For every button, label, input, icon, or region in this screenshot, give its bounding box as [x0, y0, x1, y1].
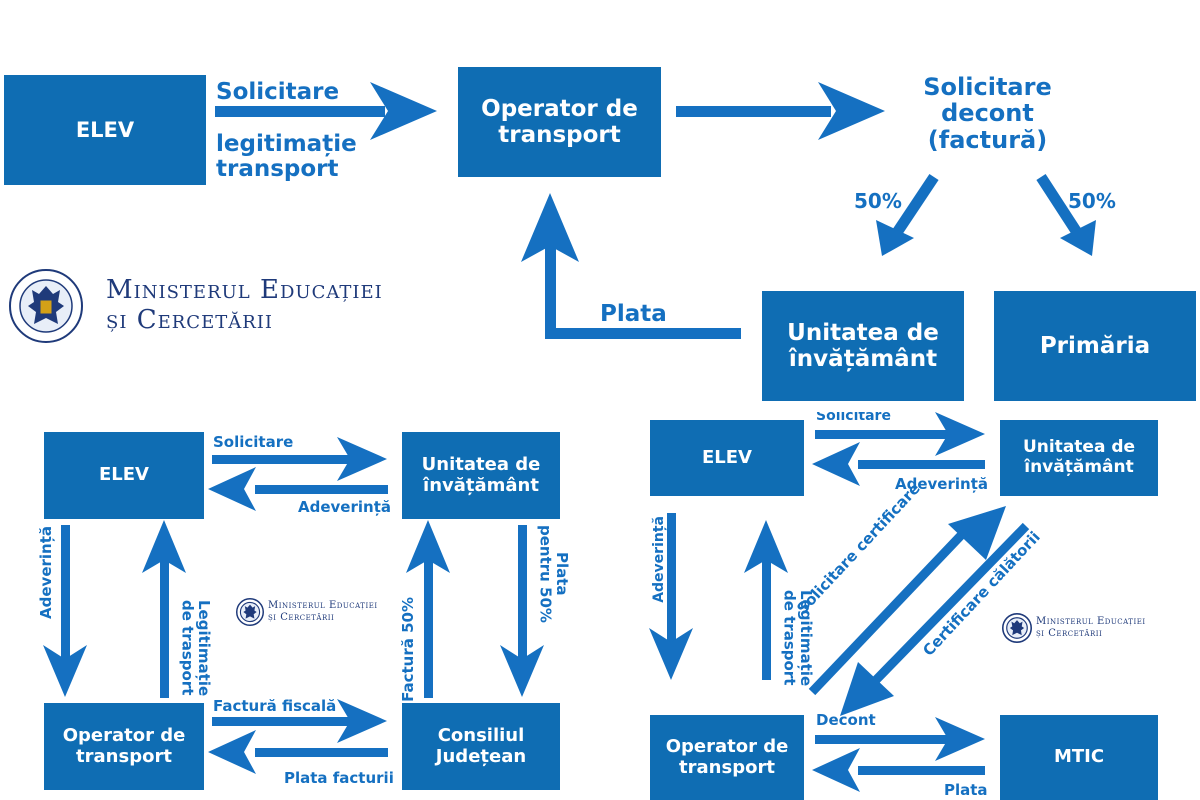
br-decont-label: Decont [816, 711, 876, 729]
top-solicitare-decont-label: Solicitare decont (factură) [923, 73, 1052, 154]
arrow-br-plata [812, 748, 985, 792]
arrow-br-elev-down [649, 513, 693, 680]
arrow-plata-to-operator [521, 193, 741, 339]
br-legitimatie-label: Legitimație de trasport [780, 590, 816, 687]
top-unitatea-box: Unitatea de învățământ [762, 291, 964, 401]
ministry-name-large: Ministerul Educației și Cercetării [106, 275, 383, 336]
top-operator-box: Operator de transport [458, 67, 661, 177]
ministry-line1: Ministerul Educației [106, 275, 383, 305]
top-plata-label: Plata [600, 301, 667, 327]
top-pct-right-label: 50% [1068, 189, 1116, 213]
bl-plata-facturii-label: Plata facturii [284, 769, 394, 787]
ministry-small-right-line2: și Cercetării [1036, 627, 1103, 639]
arrow-elev-to-operator [215, 82, 437, 140]
top-unitatea-label: Unitatea de învățământ [787, 319, 939, 372]
bl-consiliul-label: Consiliul Județean [435, 724, 527, 767]
bl-factura-fiscala-label: Factură fiscală [213, 697, 337, 715]
arrow-bl-adeverinta [208, 467, 388, 511]
arrow-bl-solicitare [212, 437, 387, 481]
arrow-br-solicitare-cert [808, 506, 1006, 696]
br-mtic-box: MTIC [1000, 715, 1158, 800]
bl-plata50-label: Plata pentru 50% [536, 525, 572, 623]
ministry-seal-icon [9, 269, 83, 343]
bl-unitatea-label: Unitatea de învățământ [421, 453, 541, 496]
top-elev-label: ELEV [75, 117, 135, 142]
bl-adeverinta-h-label: Adeverință [298, 498, 391, 516]
bl-adeverinta-v-label: Adeverință [37, 526, 55, 619]
arrow-bl-plata50-down [500, 525, 544, 697]
ministry-small-left-line1: Ministerul Educației [268, 600, 378, 611]
arrow-decont-to-unitatea [876, 173, 939, 256]
arrow-bl-elev-down [43, 525, 87, 697]
bl-elev-box: ELEV [44, 432, 204, 519]
arrow-bl-plata-facturii [208, 730, 388, 774]
br-unitatea-box: Unitatea de învățământ [1000, 420, 1158, 496]
br-elev-box: ELEV [650, 420, 804, 496]
ministry-line2: și Cercetării [106, 304, 273, 335]
br-adeverinta-v-label: Adeverință [651, 516, 667, 603]
ministry-seal-small-left-icon [236, 598, 264, 626]
bl-solicitare-label: Solicitare [213, 433, 294, 451]
top-operator-label: Operator de transport [481, 95, 638, 148]
bl-unitatea-box: Unitatea de învățământ [402, 432, 560, 519]
br-plata-label: Plata [944, 781, 988, 799]
br-adeverinta-h-label: Adeverință [895, 475, 988, 493]
top-primaria-box: Primăria [994, 291, 1196, 401]
top-solicitare-label: Solicitare [216, 79, 340, 105]
br-unitatea-label: Unitatea de învățământ [1022, 437, 1136, 477]
arrow-decont-to-primaria [1036, 174, 1096, 256]
ministry-seal-small-right-icon [1002, 613, 1032, 643]
ministry-name-small-left: Ministerul Educației și Cercetării [268, 600, 378, 623]
ministry-name-small-right: Ministerul Educației și Cercetării [1036, 616, 1146, 639]
bl-operator-label: Operator de transport [62, 724, 186, 767]
arrow-br-decont [815, 717, 985, 761]
bl-elev-label: ELEV [99, 464, 149, 486]
bl-consiliul-box: Consiliul Județean [402, 703, 560, 790]
br-mtic-label: MTIC [1053, 746, 1105, 768]
arrow-bl-legitimatie-up [142, 520, 186, 698]
arrow-br-adeverinta [812, 442, 985, 486]
br-operator-box: Operator de transport [650, 715, 804, 800]
arrow-bl-factura-fiscala [212, 699, 387, 743]
arrow-bl-factura50-up [406, 520, 450, 698]
arrow-operator-to-decont [676, 82, 885, 140]
top-elev-box: ELEV [4, 75, 206, 185]
bl-operator-box: Operator de transport [44, 703, 204, 790]
top-pct-left-label: 50% [854, 189, 902, 213]
br-operator-label: Operator de transport [665, 735, 789, 778]
arrow-br-solicitare [815, 412, 985, 456]
top-legitimatie-label: legitimație transport [216, 131, 357, 183]
br-elev-label: ELEV [702, 446, 752, 468]
arrow-br-certificare [840, 522, 1030, 716]
arrow-br-legitimatie-up [744, 520, 788, 680]
br-solicitare-label: Solicitare [816, 412, 891, 424]
ministry-small-right-line1: Ministerul Educației [1036, 616, 1146, 627]
ministry-small-left-line2: și Cercetării [268, 611, 335, 623]
top-primaria-label: Primăria [1039, 332, 1151, 359]
bl-factura50-label: Factură 50% [399, 597, 417, 702]
bl-legitimatie-label: Legitimație de trasport [178, 600, 214, 697]
